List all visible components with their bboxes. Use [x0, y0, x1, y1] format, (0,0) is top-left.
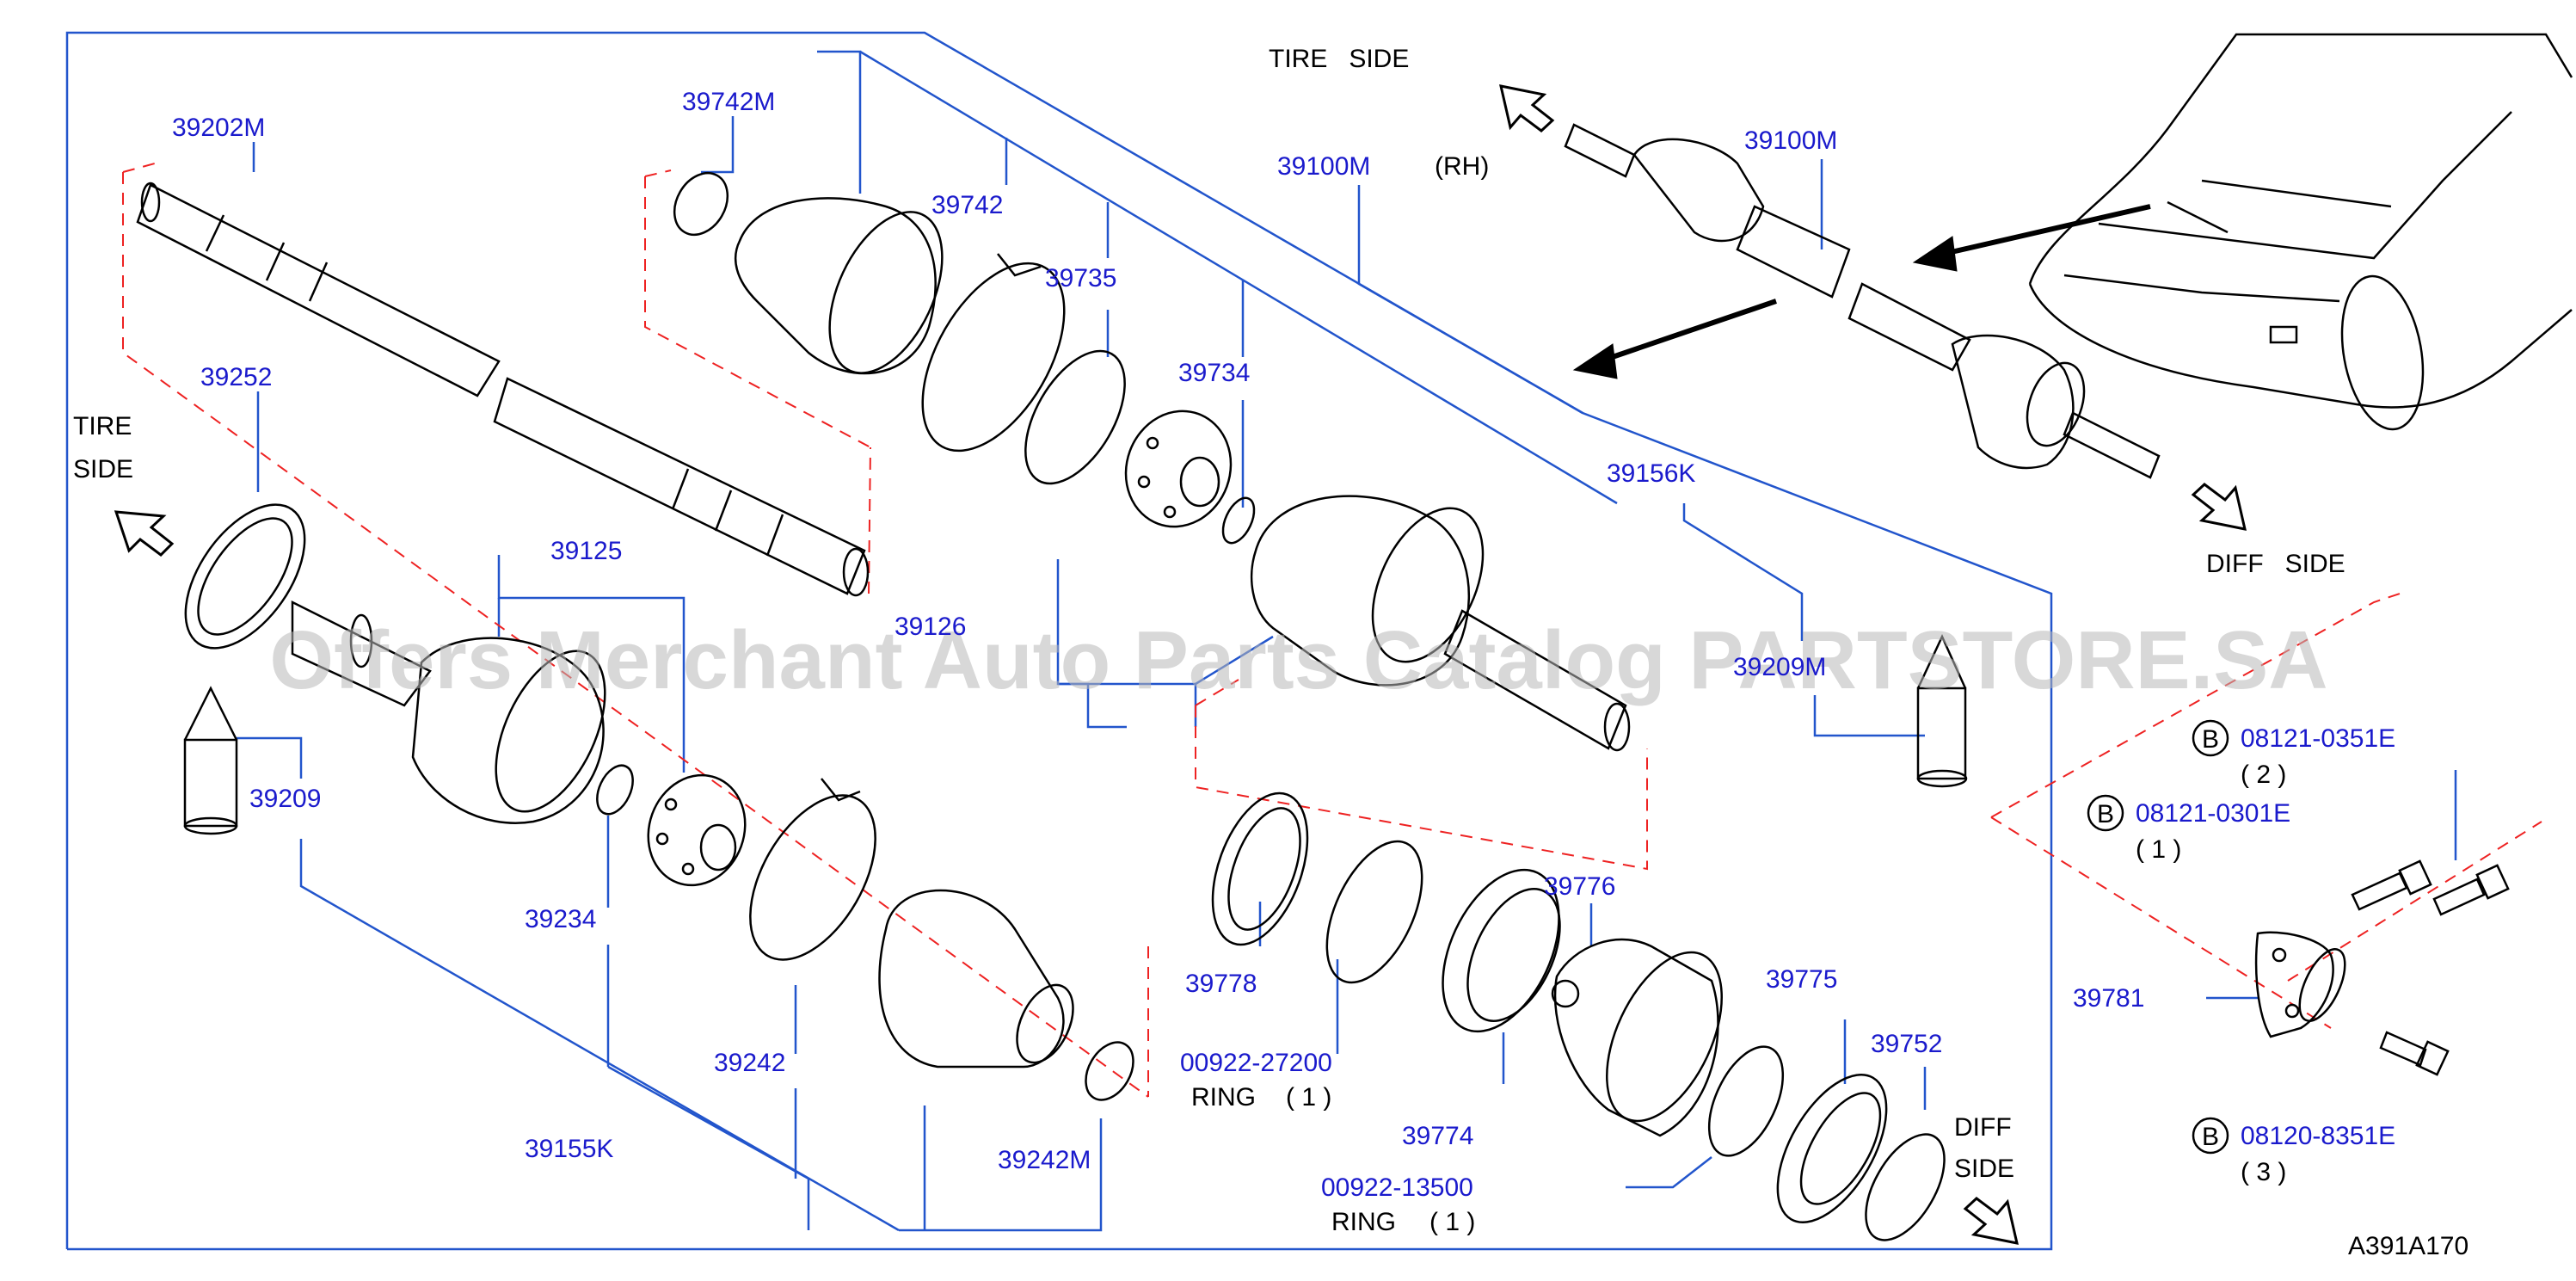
part-number-39252[interactable]: 39252 [200, 363, 272, 391]
bolt-badge-3-letter: B [2202, 1123, 2219, 1151]
label-diff-side-bottom-2: SIDE [1954, 1155, 2014, 1183]
part-number-39778[interactable]: 39778 [1185, 970, 1257, 998]
bolt-shapes [2351, 859, 2510, 1076]
car-silhouette [2028, 33, 2573, 431]
inner-race-39125 [647, 773, 747, 887]
label-ring-1: RING [1191, 1083, 1256, 1112]
bolt-code-2[interactable]: 08121-0301E [2136, 799, 2290, 828]
part-number-39100M[interactable]: 39100M [1744, 126, 1837, 155]
label-tire-side-left-2: SIDE [73, 455, 133, 483]
bolt-callout-2[interactable]: B 08121-0301E ( 1 ) [2087, 794, 2290, 864]
part-number-39735[interactable]: 39735 [1045, 264, 1116, 293]
label-tire-side-top: TIRE SIDE [1269, 45, 1409, 73]
inner-joint-39156K [1251, 495, 1631, 752]
bolt-callout-3[interactable]: B 08120-8351E ( 3 ) [2192, 1117, 2395, 1186]
bolt-badge-2 [2087, 794, 2124, 832]
part-number-39742M[interactable]: 39742M [682, 88, 775, 116]
shaft-39202M [136, 182, 870, 597]
bolt-badge-1 [2192, 719, 2229, 757]
bolt-badge-1-letter: B [2202, 725, 2219, 754]
part-number-39125[interactable]: 39125 [550, 537, 622, 565]
bolt-code-3[interactable]: 08120-8351E [2241, 1122, 2395, 1150]
boot-lower [878, 889, 1074, 1069]
arrow-tire-side-left-icon [114, 510, 175, 557]
label-diff-side-bottom-1: DIFF [1954, 1113, 2012, 1142]
direction-arrows-solid [1572, 204, 2151, 379]
label-ring-2: RING [1331, 1208, 1396, 1236]
stub-39209-left [183, 686, 238, 835]
stub-39209-right [1916, 633, 1968, 788]
part-number-39155K[interactable]: 39155K [525, 1135, 613, 1163]
bolt-qty-2: ( 1 ) [2136, 835, 2181, 864]
housing-39776 [1551, 938, 1723, 1137]
bolt-qty-1: ( 2 ) [2241, 761, 2286, 789]
bolt-badge-3 [2192, 1117, 2229, 1155]
inner-race-39734 [1124, 410, 1233, 528]
part-number-39234[interactable]: 39234 [525, 905, 596, 933]
part-number-39742[interactable]: 39742 [931, 191, 1003, 219]
part-number-39774[interactable]: 39774 [1402, 1122, 1473, 1150]
arrow-diff-side-bottom-icon [1963, 1197, 2019, 1245]
figure-code: A391A170 [2348, 1232, 2468, 1260]
label-rh: (RH) [1435, 152, 1489, 181]
label-ring-2-qty: ( 1 ) [1429, 1208, 1475, 1236]
leader-lines [65, 31, 2457, 1251]
bracket-39781 [2254, 931, 2346, 1038]
part-number-00922-27200[interactable]: 00922-27200 [1180, 1049, 1332, 1077]
part-number-39776[interactable]: 39776 [1544, 872, 1615, 901]
direction-arrows [114, 84, 2247, 1245]
watermark: Offers Merchant Auto Parts Catalog PARTS… [269, 614, 2327, 706]
part-number-39202M[interactable]: 39202M [172, 114, 265, 142]
bolt-callout-1[interactable]: B 08121-0351E ( 2 ) [2192, 719, 2395, 789]
arrow-diff-side-right-icon [2191, 483, 2247, 531]
outer-joint-left [291, 600, 606, 824]
seal-39252 [184, 503, 306, 650]
part-number-39242[interactable]: 39242 [714, 1049, 785, 1077]
part-number-39734[interactable]: 39734 [1178, 359, 1250, 387]
bolt-qty-3: ( 3 ) [2241, 1158, 2286, 1186]
label-diff-side-right: DIFF SIDE [2206, 550, 2345, 578]
side-labels: TIRE SIDE TIRE SIDE DIFF SIDE DIFF SIDE … [73, 45, 2468, 1260]
boot-upper [734, 197, 944, 375]
part-number-39775[interactable]: 39775 [1766, 965, 1837, 994]
label-tire-side-left-1: TIRE [73, 412, 132, 440]
part-number-39100M-rh[interactable]: 39100M [1277, 152, 1370, 181]
label-ring-1-qty: ( 1 ) [1286, 1083, 1331, 1112]
part-number-00922-13500[interactable]: 00922-13500 [1321, 1173, 1473, 1202]
part-number-39156K[interactable]: 39156K [1607, 459, 1695, 488]
part-number-39209[interactable]: 39209 [249, 785, 321, 813]
bearing-39774 [1442, 868, 1561, 1033]
part-number-39781[interactable]: 39781 [2073, 984, 2144, 1013]
part-number-39242M[interactable]: 39242M [998, 1146, 1091, 1174]
part-number-39126[interactable]: 39126 [895, 613, 966, 641]
part-numbers: 39202M 39252 39209 39125 39126 39234 391… [172, 88, 2144, 1202]
part-drawings [136, 33, 2573, 1241]
assembled-driveshaft [1564, 123, 2161, 479]
part-number-39209M[interactable]: 39209M [1733, 653, 1826, 681]
bolt-code-1[interactable]: 08121-0351E [2241, 724, 2395, 753]
arrow-tire-side-top-icon [1499, 84, 1555, 132]
part-number-39752[interactable]: 39752 [1871, 1030, 1942, 1058]
bolt-callouts: B 08121-0351E ( 2 ) B 08121-0301E ( 1 ) … [2087, 719, 2395, 1186]
bolt-badge-2-letter: B [2097, 800, 2114, 828]
